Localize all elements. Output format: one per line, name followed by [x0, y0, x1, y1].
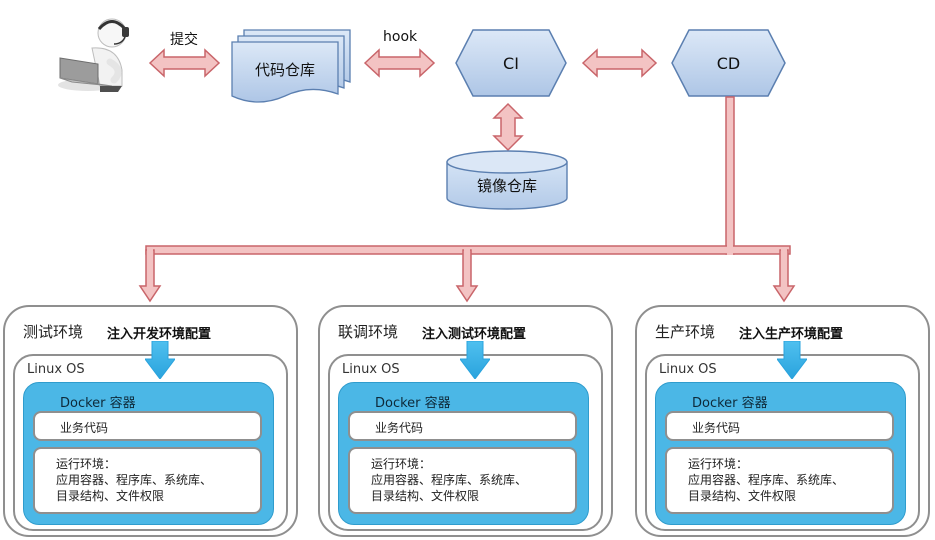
linux-os-box: Linux OS Docker 容器 业务代码 运行环境： 应用容器、程序库、系… [328, 354, 603, 531]
environment-title: 测试环境 [23, 323, 84, 341]
runtime-environment-box: 运行环境： 应用容器、程序库、系统库、 目录结构、文件权限 [665, 447, 894, 514]
code-repository-icon [231, 29, 351, 103]
config-injection-arrow-icon [777, 341, 807, 379]
config-injection-label: 注入生产环境配置 [739, 327, 844, 342]
environment-panel-production: 生产环境 注入生产环境配置 Linux OS Docker 容器 业务代码 运行… [635, 305, 930, 537]
ci-node [455, 29, 567, 97]
image-repository-icon [446, 150, 568, 210]
runtime-heading: 运行环境： [56, 457, 117, 471]
environment-title: 联调环境 [338, 323, 399, 341]
business-code-label: 业务代码 [692, 421, 741, 435]
docker-container-label: Docker 容器 [60, 396, 136, 411]
ci-cd-double-arrow [581, 48, 658, 78]
docker-container-box: Docker 容器 业务代码 运行环境： 应用容器、程序库、系统库、 目录结构、… [338, 382, 589, 525]
code-repository-label: 代码仓库 [254, 61, 315, 79]
cd-node [671, 29, 786, 97]
config-injection-label: 注入开发环境配置 [107, 327, 212, 342]
runtime-line: 应用容器、程序库、系统库、 [56, 473, 213, 487]
linux-os-label: Linux OS [659, 362, 717, 377]
hook-label: hook [383, 29, 418, 45]
runtime-heading: 运行环境： [371, 457, 432, 471]
business-code-box: 业务代码 [665, 411, 894, 441]
docker-container-label: Docker 容器 [692, 396, 768, 411]
runtime-heading: 运行环境： [688, 457, 749, 471]
runtime-environment-box: 运行环境： 应用容器、程序库、系统库、 目录结构、文件权限 [348, 447, 577, 514]
cd-label: CD [716, 54, 741, 73]
business-code-box: 业务代码 [348, 411, 577, 441]
commit-double-arrow [148, 48, 221, 78]
runtime-line: 应用容器、程序库、系统库、 [688, 473, 845, 487]
linux-os-label: Linux OS [27, 362, 85, 377]
linux-os-label: Linux OS [342, 362, 400, 377]
developer-icon [58, 18, 129, 92]
config-injection-label: 注入测试环境配置 [422, 327, 527, 342]
environment-title: 生产环境 [655, 323, 716, 341]
business-code-box: 业务代码 [33, 411, 262, 441]
environment-panel-test: 测试环境 注入开发环境配置 Linux OS Docker 容器 业务代码 运行… [3, 305, 298, 537]
commit-label: 提交 [170, 32, 198, 48]
runtime-line: 目录结构、文件权限 [56, 489, 165, 503]
business-code-label: 业务代码 [375, 421, 424, 435]
environment-panel-integration: 联调环境 注入测试环境配置 Linux OS Docker 容器 业务代码 运行… [318, 305, 613, 537]
linux-os-box: Linux OS Docker 容器 业务代码 运行环境： 应用容器、程序库、系… [13, 354, 288, 531]
docker-container-box: Docker 容器 业务代码 运行环境： 应用容器、程序库、系统库、 目录结构、… [23, 382, 274, 525]
runtime-line: 目录结构、文件权限 [371, 489, 480, 503]
config-injection-arrow-icon [460, 341, 490, 379]
config-injection-arrow-icon [145, 341, 175, 379]
docker-container-box: Docker 容器 业务代码 运行环境： 应用容器、程序库、系统库、 目录结构、… [655, 382, 906, 525]
runtime-line: 目录结构、文件权限 [688, 489, 797, 503]
linux-os-box: Linux OS Docker 容器 业务代码 运行环境： 应用容器、程序库、系… [645, 354, 920, 531]
ci-image-double-arrow [492, 102, 524, 152]
runtime-line: 应用容器、程序库、系统库、 [371, 473, 528, 487]
docker-container-label: Docker 容器 [375, 396, 451, 411]
image-repository-label: 镜像仓库 [476, 177, 537, 195]
business-code-label: 业务代码 [60, 421, 109, 435]
hook-double-arrow [363, 48, 436, 78]
runtime-environment-box: 运行环境： 应用容器、程序库、系统库、 目录结构、文件权限 [33, 447, 262, 514]
ci-label: CI [503, 54, 519, 73]
